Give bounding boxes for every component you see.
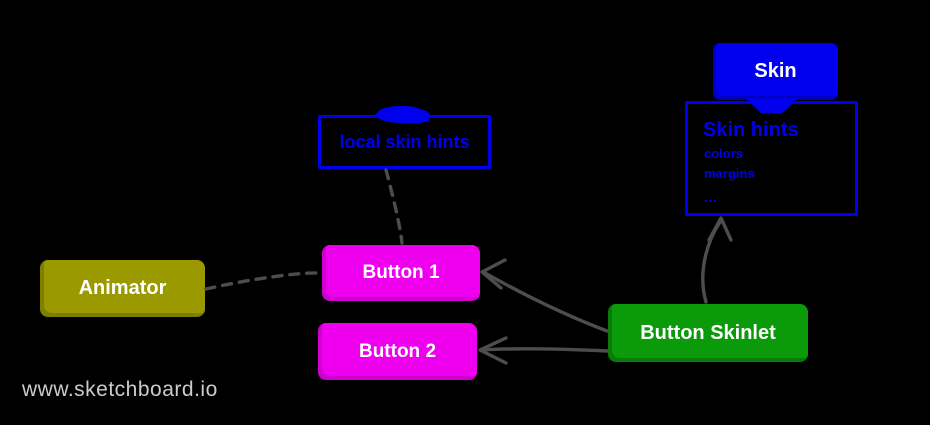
sketchboard-watermark: www.sketchboard.io [22,378,218,401]
node-button2-label: Button 2 [358,340,437,362]
edge-skinlet-skin-hints[interactable] [701,220,722,304]
node-skin-hints[interactable]: Skin hints colors margins ... [685,101,858,216]
skin-hints-item-ellipsis: ... [704,190,718,205]
node-animator[interactable]: Animator [40,260,205,317]
node-button1[interactable]: Button 1 [322,245,480,301]
node-local-skin-hints[interactable]: local skin hints [318,115,491,169]
arrowhead-button1 [480,258,507,290]
edge-animator-button1[interactable] [204,271,323,291]
edge-skinlet-button2[interactable] [480,347,609,353]
node-skin[interactable]: Skin [713,43,838,100]
skin-hints-item-margins: margins [704,166,755,181]
skin-hints-title: Skin hints [703,119,799,141]
arrowhead-button2 [478,336,508,365]
node-button-skinlet[interactable]: Button Skinlet [608,304,808,362]
local-skin-hints-label: local skin hints [339,131,470,152]
node-skin-label: Skin [754,60,797,82]
skin-hints-item-colors: colors [704,146,744,161]
node-button1-label: Button 1 [362,262,440,283]
node-button-skinlet-label: Button Skinlet [640,321,776,344]
edge-skinlet-button1[interactable] [483,271,609,333]
edge-local-skin-hints-button1[interactable] [384,168,404,245]
arrowhead-skin-hints [707,216,733,242]
node-button2[interactable]: Button 2 [318,323,477,380]
node-animator-label: Animator [78,277,167,299]
